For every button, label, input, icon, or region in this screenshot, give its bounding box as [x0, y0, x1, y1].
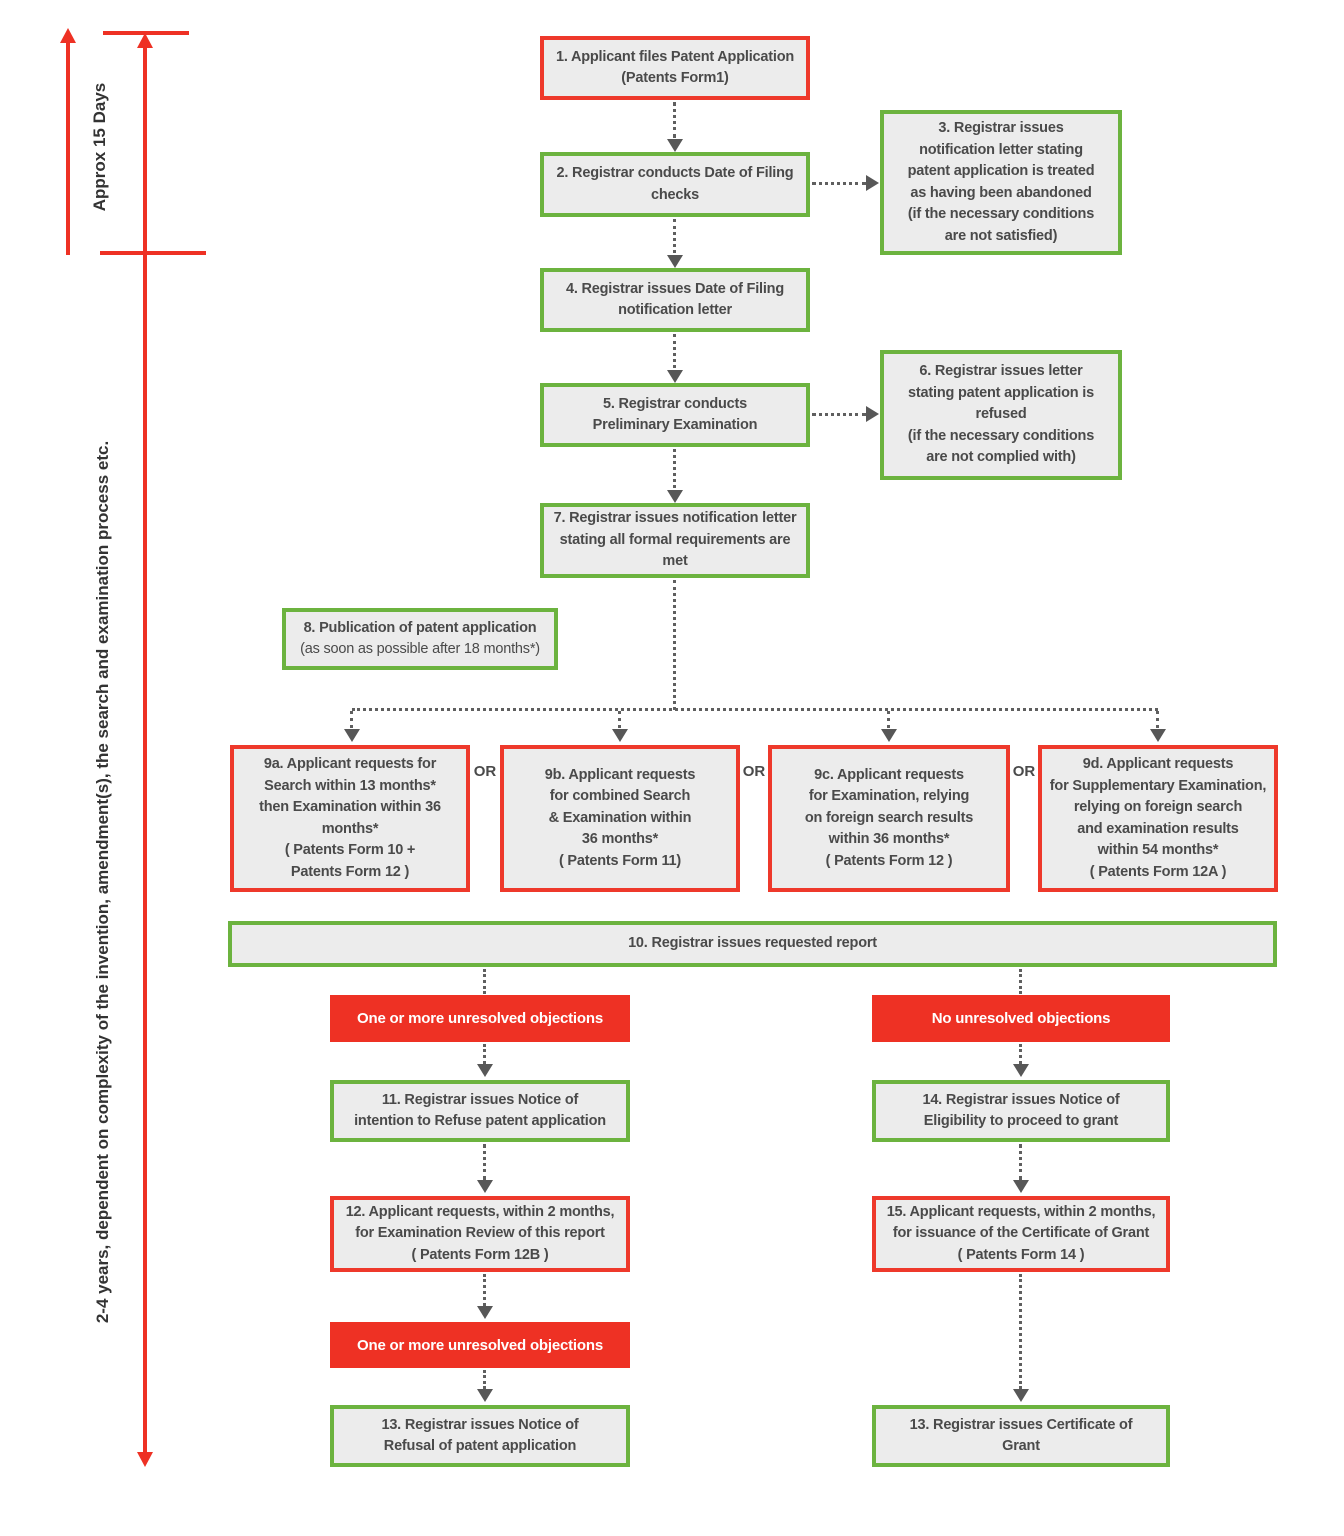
step-13-refusal-box: 13. Registrar issues Notice of Refusal o…	[330, 1405, 630, 1467]
or-label: OR	[1012, 763, 1036, 780]
arrow-down-icon	[477, 1180, 493, 1193]
connector-junction-to-9d	[1156, 711, 1159, 728]
timeline-cross-line	[100, 251, 206, 255]
tag-unresolved-objections-1: One or more unresolved objections	[330, 995, 630, 1042]
connector-7-to-junction	[673, 580, 676, 710]
arrow-down-icon	[1013, 1180, 1029, 1193]
connector-5-to-7	[673, 449, 676, 488]
connector-15-to-13	[1019, 1274, 1022, 1389]
connector-14-to-15	[1019, 1144, 1022, 1180]
step-10-box: 10. Registrar issues requested report	[228, 921, 1277, 967]
step-6-box: 6. Registrar issues letter stating paten…	[880, 350, 1122, 480]
arrow-down-icon	[1013, 1389, 1029, 1402]
step-13-grant-box: 13. Registrar issues Certificate of Gran…	[872, 1405, 1170, 1467]
timeline-label-2-4-years: 2-4 years, dependent on complexity of th…	[93, 440, 112, 1324]
arrow-down-icon	[612, 729, 628, 742]
or-label: OR	[473, 763, 497, 780]
step-1-box: 1. Applicant files Patent Application (P…	[540, 36, 810, 100]
tag-unresolved-objections-2: One or more unresolved objections	[330, 1322, 630, 1368]
step-4-box: 4. Registrar issues Date of Filing notif…	[540, 268, 810, 332]
timeline-arrow-up-icon	[60, 28, 76, 43]
arrow-down-icon	[1150, 729, 1166, 742]
connector-2-to-4	[673, 219, 676, 253]
connector-junction-to-9a	[350, 711, 353, 728]
connector-2-to-3	[812, 182, 866, 185]
arrow-right-icon	[866, 175, 879, 191]
or-label: OR	[742, 763, 766, 780]
arrow-down-icon	[667, 255, 683, 268]
arrow-down-icon	[344, 729, 360, 742]
step-12-box: 12. Applicant requests, within 2 months,…	[330, 1196, 630, 1272]
arrow-down-icon	[477, 1306, 493, 1319]
step-9a-box: 9a. Applicant requests for Search within…	[230, 745, 470, 892]
arrow-down-icon	[881, 729, 897, 742]
arrow-down-icon	[477, 1389, 493, 1402]
connector-tag-to-14	[1019, 1044, 1022, 1064]
connector-tag2-to-13	[483, 1370, 486, 1389]
arrow-down-icon	[667, 370, 683, 383]
junction-line	[352, 708, 1158, 711]
connector-5-to-6	[812, 413, 866, 416]
arrow-down-icon	[477, 1064, 493, 1077]
tag-no-unresolved-objections: No unresolved objections	[872, 995, 1170, 1042]
step-5-box: 5. Registrar conducts Preliminary Examin…	[540, 383, 810, 447]
connector-11-to-12	[483, 1144, 486, 1180]
arrow-down-icon	[667, 139, 683, 152]
timeline-long-arrow-up-icon	[137, 33, 153, 48]
connector-10-to-tag-right	[1019, 969, 1022, 994]
step-8-subtitle: (as soon as possible after 18 months*)	[300, 641, 540, 657]
step-7-box: 7. Registrar issues notification letter …	[540, 503, 810, 578]
timeline-15days-line	[66, 42, 70, 255]
step-14-box: 14. Registrar issues Notice of Eligibili…	[872, 1080, 1170, 1142]
connector-junction-to-9b	[618, 711, 621, 728]
timeline-long-arrow-down-icon	[137, 1452, 153, 1467]
timeline-long-line	[143, 47, 147, 1454]
step-11-box: 11. Registrar issues Notice of intention…	[330, 1080, 630, 1142]
arrow-down-icon	[667, 490, 683, 503]
connector-12-to-tag2	[483, 1274, 486, 1306]
step-15-box: 15. Applicant requests, within 2 months,…	[872, 1196, 1170, 1272]
connector-10-to-tag1	[483, 969, 486, 994]
step-3-box: 3. Registrar issues notification letter …	[880, 110, 1122, 255]
step-9d-box: 9d. Applicant requests for Supplementary…	[1038, 745, 1278, 892]
step-2-box: 2. Registrar conducts Date of Filing che…	[540, 152, 810, 217]
step-9b-box: 9b. Applicant requests for combined Sear…	[500, 745, 740, 892]
step-9c-box: 9c. Applicant requests for Examination, …	[768, 745, 1010, 892]
connector-junction-to-9c	[887, 711, 890, 728]
step-8-title: 8. Publication of patent application	[303, 619, 537, 636]
arrow-right-icon	[866, 406, 879, 422]
connector-tag1-to-11	[483, 1044, 486, 1064]
arrow-down-icon	[1013, 1064, 1029, 1077]
connector-1-to-2	[673, 102, 676, 138]
timeline-label-15-days: Approx 15 Days	[90, 82, 109, 212]
step-8-box: 8. Publication of patent application (as…	[282, 608, 558, 670]
connector-4-to-5	[673, 334, 676, 368]
